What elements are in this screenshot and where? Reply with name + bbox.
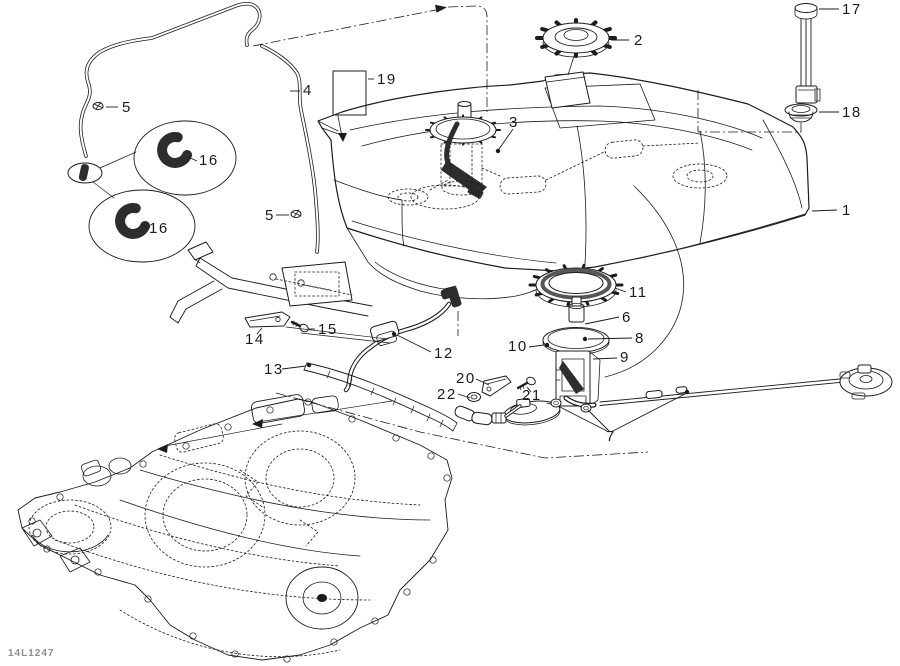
line-end-fitting bbox=[839, 364, 893, 400]
callout-5b: 5 bbox=[265, 207, 275, 224]
callout-7: 7 bbox=[606, 428, 616, 445]
callout-22: 22 bbox=[437, 386, 457, 403]
vent-hose bbox=[78, 1, 320, 254]
screw-15-icon bbox=[290, 320, 309, 333]
callout-19: 19 bbox=[377, 71, 397, 88]
callout-18: 18 bbox=[842, 104, 862, 121]
callout-4: 4 bbox=[303, 82, 313, 99]
screw-21-icon bbox=[516, 376, 536, 391]
in-tank-pump bbox=[387, 101, 701, 210]
bracket-14 bbox=[244, 311, 391, 344]
callout-20: 20 bbox=[456, 370, 476, 387]
filler-neck bbox=[544, 71, 591, 109]
reference-curve bbox=[604, 185, 685, 378]
callout-6: 6 bbox=[622, 309, 632, 326]
hose-clip-icon bbox=[92, 101, 104, 110]
dipstick bbox=[794, 3, 821, 104]
callout-3: 3 bbox=[509, 114, 519, 131]
engine-bolts bbox=[28, 398, 451, 663]
tank-grommet bbox=[784, 103, 818, 123]
frame-support bbox=[169, 241, 373, 324]
callout-labels: 17 2 19 4 5 5 16 16 3 18 1 11 6 8 10 9 1… bbox=[122, 1, 862, 445]
routing-leader bbox=[252, 4, 488, 112]
rubber-grommet-icon bbox=[115, 203, 151, 239]
hardware-20-21-22 bbox=[467, 375, 536, 402]
callout-9: 9 bbox=[620, 349, 630, 366]
hose-12 bbox=[343, 285, 462, 393]
callout-17: 17 bbox=[842, 1, 862, 18]
engine-assembly bbox=[17, 394, 453, 663]
grommet-detail-bubbles bbox=[67, 120, 237, 263]
callout-14: 14 bbox=[245, 331, 265, 348]
drawing-code: 14L1247 bbox=[8, 648, 54, 659]
callout-16a: 16 bbox=[199, 152, 219, 169]
callout-15: 15 bbox=[318, 321, 338, 338]
callout-1: 1 bbox=[842, 202, 852, 219]
sticker-19 bbox=[332, 70, 367, 142]
fuel-cap bbox=[535, 18, 617, 76]
callout-16b: 16 bbox=[149, 220, 169, 237]
lock-ring bbox=[528, 263, 624, 310]
callout-2: 2 bbox=[634, 32, 644, 49]
callout-11: 11 bbox=[629, 284, 648, 301]
callout-leaders bbox=[106, 8, 839, 433]
sleeve-13 bbox=[303, 362, 522, 432]
callout-12: 12 bbox=[434, 345, 454, 362]
callout-5a: 5 bbox=[122, 99, 132, 116]
callout-8: 8 bbox=[635, 330, 645, 347]
fuel-line-right bbox=[599, 364, 893, 406]
rubber-grommet-icon bbox=[157, 132, 193, 168]
hose-clip-icon bbox=[290, 209, 302, 218]
callout-10: 10 bbox=[508, 338, 528, 355]
nut-22-icon bbox=[467, 392, 481, 402]
callout-21: 21 bbox=[522, 387, 542, 404]
callout-13: 13 bbox=[264, 361, 284, 378]
fuel-tank bbox=[317, 71, 810, 300]
